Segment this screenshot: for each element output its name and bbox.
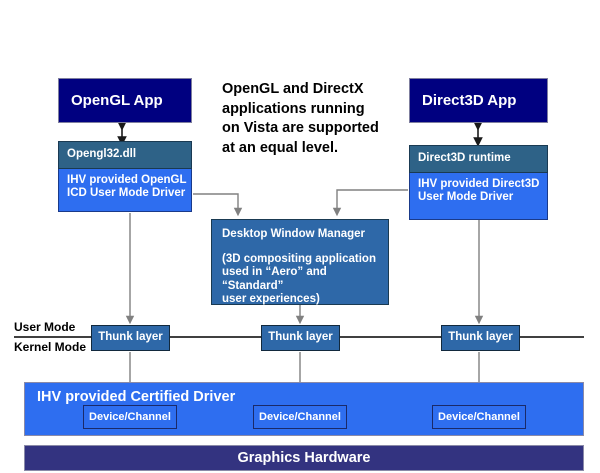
desktop-window-manager-box[interactable]: Desktop Window Manager (3D compositing a… [211, 219, 389, 305]
dwm-sub-line2: used in “Aero” and “Standard” [222, 266, 327, 292]
device-channel-box-2[interactable]: Device/Channel [253, 405, 347, 429]
device-channel-box-1[interactable]: Device/Channel [83, 405, 177, 429]
dwm-sub-line3: user experiences) [222, 292, 320, 305]
direct3d-runtime-box[interactable]: Direct3D runtime [409, 145, 548, 173]
diagram-caption: OpenGL and DirectX applications running … [222, 80, 397, 158]
thunk-layer-label-1: Thunk layer [98, 331, 163, 344]
caption-line-3: on Vista are supported [222, 120, 379, 137]
opengl-app-label: OpenGL App [71, 91, 163, 109]
dwm-title: Desktop Window Manager [222, 228, 366, 240]
kernel-mode-label: Kernel Mode [14, 340, 87, 354]
connector-opengl-driver-to-dwm [193, 193, 243, 217]
opengl-driver-line2: ICD User Mode Driver [67, 187, 186, 200]
connector-d3d-driver-to-dwm [332, 189, 408, 217]
dwm-sub-line1: (3D compositing application [222, 253, 376, 266]
thunk-layer-label-2: Thunk layer [268, 331, 333, 344]
graphics-hardware-label: Graphics Hardware [237, 449, 371, 466]
opengl32-dll-label: Opengl32.dll [67, 148, 137, 161]
caption-line-4: at an equal level. [222, 139, 339, 156]
certified-driver-label: IHV provided Certified Driver [37, 389, 236, 405]
direct3d-app-label: Direct3D App [422, 91, 517, 109]
user-mode-label: User Mode [14, 320, 76, 334]
device-channel-label-1: Device/Channel [89, 410, 171, 423]
device-channel-box-3[interactable]: Device/Channel [432, 405, 526, 429]
thunk-layer-box-3[interactable]: Thunk layer [441, 325, 520, 351]
device-channel-label-2: Device/Channel [259, 410, 341, 423]
caption-line-2: applications running [222, 100, 365, 117]
direct3d-driver-line2: User Mode Driver [418, 191, 514, 204]
graphics-hardware-bar[interactable]: Graphics Hardware [24, 445, 584, 471]
opengl32-dll-box[interactable]: Opengl32.dll [58, 141, 192, 169]
direct3d-user-mode-driver-box[interactable]: IHV provided Direct3D User Mode Driver [409, 173, 548, 220]
device-channel-label-3: Device/Channel [438, 410, 520, 423]
caption-line-1: OpenGL and DirectX [222, 81, 364, 97]
thunk-layer-box-2[interactable]: Thunk layer [261, 325, 340, 351]
direct3d-runtime-label: Direct3D runtime [418, 152, 511, 165]
opengl-icd-user-mode-driver-box[interactable]: IHV provided OpenGL ICD User Mode Driver [58, 169, 192, 212]
direct3d-driver-line1: IHV provided Direct3D [418, 178, 540, 190]
opengl-driver-line1: IHV provided OpenGL [67, 174, 187, 186]
direct3d-app-box[interactable]: Direct3D App [409, 78, 548, 123]
thunk-layer-label-3: Thunk layer [448, 331, 513, 344]
thunk-layer-box-1[interactable]: Thunk layer [91, 325, 170, 351]
opengl-app-box[interactable]: OpenGL App [58, 78, 192, 123]
